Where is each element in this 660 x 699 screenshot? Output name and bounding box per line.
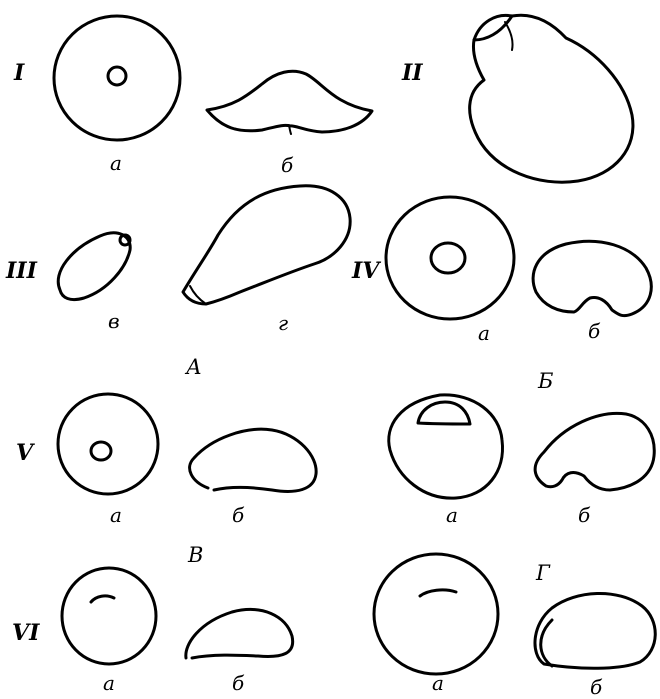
shape-I-a-top-view [54,16,180,140]
shape-III-v [58,233,130,300]
label-IV-b: б [588,319,601,343]
shape-V-left-a-top-view [58,394,158,494]
label-V-left-a: а [110,503,122,527]
label-III-v: в [108,309,120,333]
shape-IV-a-top-view [386,197,514,319]
label-IV-a: а [478,321,490,345]
label-VI-right-a: а [432,671,444,695]
group-label-B: Б [537,369,553,393]
group-label-V: В [187,543,203,567]
shape-II [470,15,633,182]
label-V-right-a: а [446,503,458,527]
label-V-left-b: б [232,503,245,527]
row-label-II: II [401,60,423,86]
label-I-a: а [110,151,122,175]
shape-VI-left-b-side-view [186,609,293,658]
shape-III-g [183,186,350,304]
row-label-VI: VI [12,620,40,646]
label-VI-left-b: б [232,671,245,695]
label-I-b: б [281,153,294,177]
row-label-III: III [5,258,38,284]
shape-IV-b-side-view [533,241,651,315]
shape-V-right-a-top-view [389,395,503,498]
shape-VI-left-a-top-view [62,568,156,664]
row-label-I: I [13,60,25,86]
shape-VI-right-b-side-view [535,593,655,668]
row-label-V: V [16,440,35,466]
shape-I-b-side-view [207,71,372,134]
shape-V-right-b-side-view [535,413,654,490]
row-label-IV: IV [351,258,381,284]
label-VI-left-a: а [103,671,115,695]
shape-VI-right-a-top-view [374,554,498,674]
label-VI-right-b: б [590,675,603,699]
label-V-right-b: б [578,503,591,527]
group-label-G: Г [535,561,551,585]
label-III-g: г [278,311,288,335]
group-label-A: А [184,355,202,379]
shape-V-left-b-side-view [190,429,317,491]
